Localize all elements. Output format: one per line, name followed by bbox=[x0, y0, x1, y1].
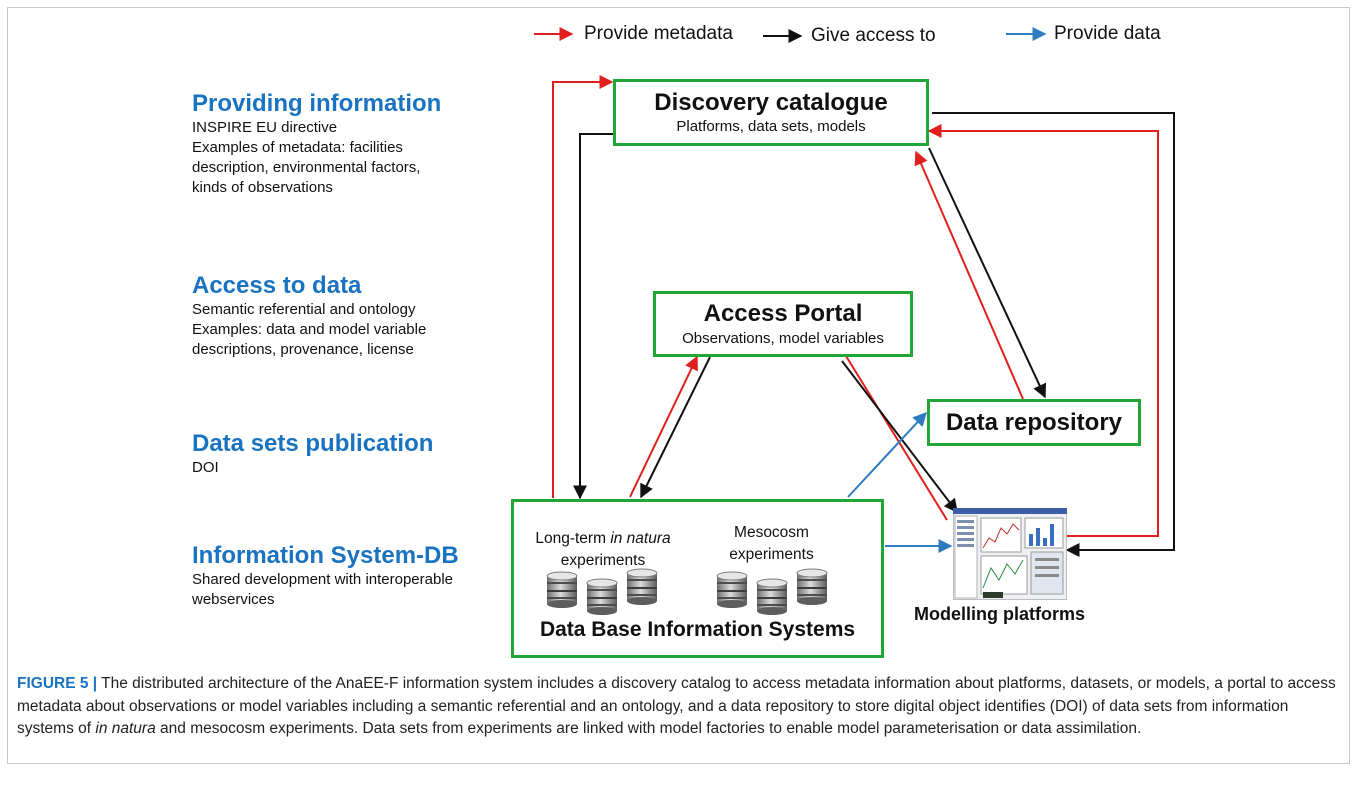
discovery-catalogue-box: Discovery catalogue Platforms, data sets… bbox=[613, 79, 929, 146]
section-title: Access to data bbox=[192, 272, 362, 299]
data-repository-title: Data repository bbox=[945, 409, 1123, 436]
caption-label: FIGURE 5 bbox=[17, 675, 89, 692]
mesocosm-line-2: experiments bbox=[729, 546, 814, 563]
legend-data-label: Provide data bbox=[1054, 23, 1161, 44]
access-portal-box: Access Portal Observations, model variab… bbox=[653, 291, 913, 357]
section-line: description, environmental factors, bbox=[192, 159, 421, 176]
section-title: Information System-DB bbox=[192, 542, 459, 569]
section-line: INSPIRE EU directive bbox=[192, 119, 338, 136]
mesocosm-experiments-label: Mesocosm experiments bbox=[714, 522, 829, 566]
arrow-portal-to-modelling bbox=[841, 360, 958, 514]
database-icon bbox=[716, 571, 748, 609]
access-portal-subtitle: Observations, model variables bbox=[682, 330, 884, 347]
section-line: webservices bbox=[192, 591, 275, 608]
mesocosm-line-1: Mesocosm bbox=[734, 524, 809, 541]
caption-text-1: The distributed architecture of the AnaE… bbox=[17, 675, 1336, 737]
arrow-discovery-to-repository bbox=[928, 147, 1047, 399]
section-title: Providing information bbox=[192, 90, 442, 117]
modelling-platforms-label: Modelling platforms bbox=[914, 604, 1085, 624]
arrow-portal-to-dbis bbox=[640, 356, 711, 499]
section-title: Data sets publication bbox=[192, 430, 434, 457]
database-icon bbox=[546, 571, 578, 609]
section-line: Shared development with interoperable bbox=[192, 571, 453, 588]
section-providing-information: Providing information INSPIRE EU directi… bbox=[192, 90, 441, 198]
dbis-box: Long-term in natura experiments Mesocosm… bbox=[511, 499, 884, 658]
longterm-em: in natura bbox=[610, 530, 671, 547]
arrow-modelling-to-portal bbox=[837, 341, 948, 521]
arrow-discovery-to-dbis bbox=[573, 133, 614, 500]
database-icon bbox=[796, 568, 828, 606]
data-repository-box: Data repository bbox=[927, 399, 1141, 446]
arrow-dbis-to-discovery bbox=[552, 75, 614, 498]
section-line: Examples of metadata: facilities bbox=[192, 139, 403, 156]
caption-separator: | bbox=[92, 675, 98, 692]
section-data-sets-publication: Data sets publication DOI bbox=[192, 430, 433, 478]
section-information-system-db: Information System-DB Shared development… bbox=[192, 542, 459, 610]
database-icon bbox=[626, 568, 658, 606]
arrow-repository-to-discovery bbox=[914, 150, 1024, 400]
dbis-title: Data Base Information Systems bbox=[539, 618, 856, 641]
database-icon bbox=[756, 578, 788, 616]
longterm-experiments-label: Long-term in natura experiments bbox=[528, 528, 678, 572]
discovery-catalogue-subtitle: Platforms, data sets, models bbox=[676, 118, 866, 135]
section-access-to-data: Access to data Semantic referential and … bbox=[192, 272, 426, 360]
legend-metadata-label: Provide metadata bbox=[584, 23, 733, 44]
section-line: Semantic referential and ontology bbox=[192, 301, 416, 318]
arrow-dbis-to-repository bbox=[847, 411, 927, 498]
access-portal-title: Access Portal bbox=[703, 300, 863, 327]
longterm-post: experiments bbox=[560, 552, 646, 569]
figure-caption: FIGURE 5 | The distributed architecture … bbox=[17, 673, 1337, 741]
modelling-platform-screenshot bbox=[953, 508, 1067, 600]
section-line: kinds of observations bbox=[192, 179, 333, 196]
section-line: descriptions, provenance, license bbox=[192, 341, 414, 358]
section-line: DOI bbox=[192, 459, 219, 476]
caption-text-2: and mesocosm experiments. Data sets from… bbox=[155, 720, 1142, 737]
arrow-discovery-to-modelling bbox=[932, 112, 1175, 557]
database-icon bbox=[586, 578, 618, 616]
arrow-modelling-to-discovery bbox=[927, 124, 1159, 537]
section-line: Examples: data and model variable bbox=[192, 321, 427, 338]
figure-frame bbox=[7, 7, 1350, 764]
caption-text-em: in natura bbox=[95, 720, 156, 737]
longterm-pre: Long-term bbox=[535, 530, 611, 547]
legend-access-label: Give access to bbox=[811, 25, 936, 46]
discovery-catalogue-title: Discovery catalogue bbox=[654, 89, 888, 116]
arrow-dbis-to-portal bbox=[629, 355, 698, 498]
